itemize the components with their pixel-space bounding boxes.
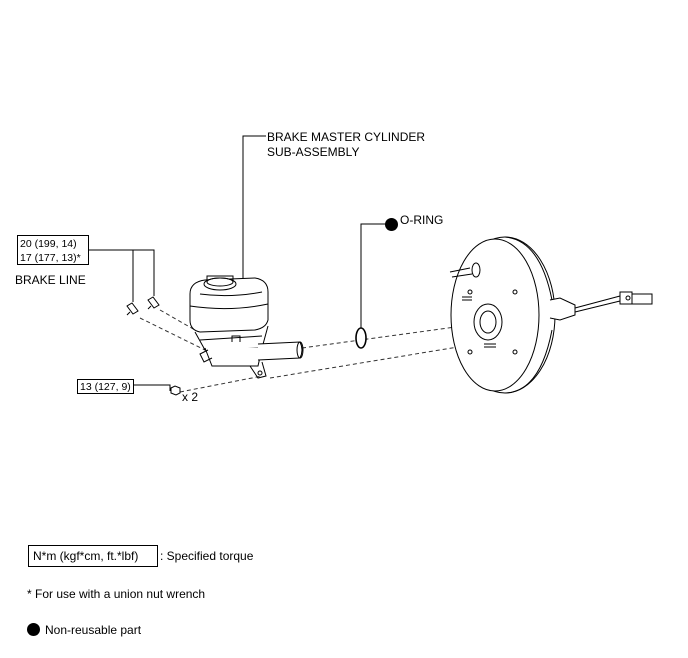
brake-line-torque-line1: 20 (199, 14) [20,238,77,250]
o-ring-leader [360,223,389,330]
brake-line-fittings [126,296,160,316]
legend-non-reusable-text: Non-reusable part [45,623,142,637]
legend-union-nut-note: * For use with a union nut wrench [27,587,206,601]
brake-booster [449,236,653,394]
nut-quantity: x 2 [182,390,199,404]
brake-line-leader [89,249,155,302]
brake-line-torque-line2: 17 (177, 13)* [20,252,81,264]
master-cylinder-label-line2: SUB-ASSEMBLY [267,145,360,159]
legend-torque-units: N*m (kgf*cm, ft.*lbf) [33,549,139,563]
master-cylinder [189,275,304,379]
legend-non-reusable-marker [27,623,40,636]
legend-torque-box: N*m (kgf*cm, ft.*lbf) [28,545,158,567]
mounting-nut [170,385,181,396]
brake-line-torque-box: 20 (199, 14) 17 (177, 13)* [17,235,89,265]
brake-line-label: BRAKE LINE [15,273,86,287]
mount-dash [269,344,471,379]
nut-torque-value: 13 (127, 9) [80,381,131,393]
nut-leader [133,384,171,391]
o-ring [355,327,367,349]
master-cylinder-leader [242,135,266,282]
master-cylinder-label-line1: BRAKE MASTER CYLINDER [267,130,426,144]
o-ring-label: O-RING [400,213,444,227]
legend-torque-description: : Specified torque [160,549,254,563]
nut-torque-box: 13 (127, 9) [77,379,134,394]
non-reusable-marker [385,218,398,231]
